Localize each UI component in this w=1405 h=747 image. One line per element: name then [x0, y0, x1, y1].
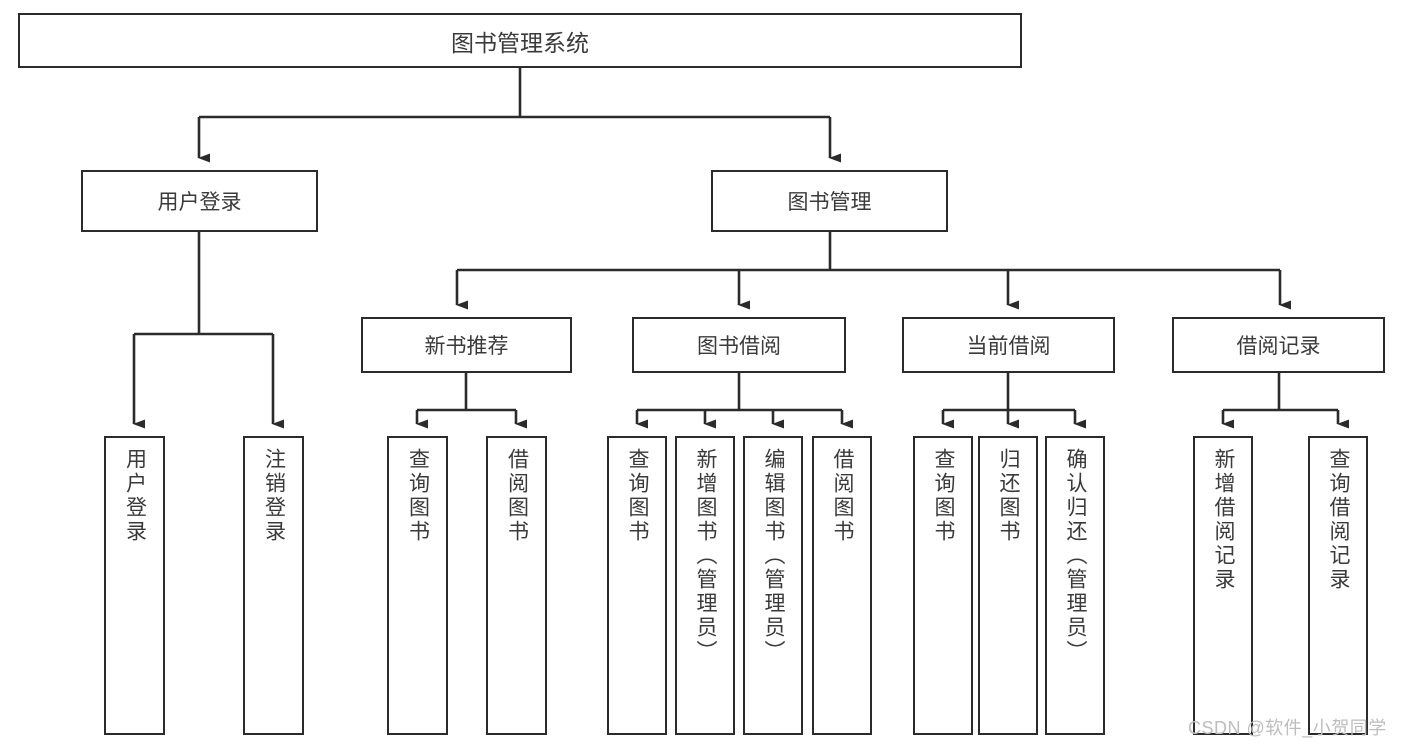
node-label: 查询借阅记录: [1327, 448, 1351, 592]
node-label: 当前借阅: [966, 335, 1051, 358]
node-label: 图书借阅: [697, 335, 781, 358]
watermark: CSDN @软件_小贺同学: [1188, 718, 1387, 738]
node-user-login[interactable]: 用户登录: [81, 170, 318, 232]
leaf-current-confirm-return-admin[interactable]: 确认归还（管理员）: [1045, 436, 1105, 735]
leaf-user-logout[interactable]: 注销登录: [243, 436, 304, 735]
node-label: 图书管理: [787, 191, 872, 214]
leaf-current-query-book[interactable]: 查询图书: [913, 436, 973, 735]
node-label: 新增图书（管理员）: [694, 448, 718, 664]
node-label: 用户登录: [157, 191, 242, 214]
node-label: 注销登录: [262, 448, 286, 544]
node-borrow-record[interactable]: 借阅记录: [1172, 317, 1385, 373]
node-label: 新增借阅记录: [1212, 448, 1236, 592]
node-label: 借阅图书: [831, 448, 855, 544]
node-label: 查询图书: [932, 448, 956, 544]
leaf-borrow-edit-book-admin[interactable]: 编辑图书（管理员）: [743, 436, 803, 735]
node-label: 查询图书: [406, 448, 430, 544]
node-root-book-management-system[interactable]: 图书管理系统: [18, 13, 1022, 68]
leaf-recommend-borrow-book[interactable]: 借阅图书: [486, 436, 547, 735]
leaf-user-login[interactable]: 用户登录: [104, 436, 165, 735]
leaf-record-add-borrow-record[interactable]: 新增借阅记录: [1193, 436, 1253, 735]
node-current-borrow[interactable]: 当前借阅: [902, 317, 1115, 373]
leaf-borrow-borrow-book[interactable]: 借阅图书: [812, 436, 872, 735]
node-label: 用户登录: [123, 448, 147, 544]
leaf-borrow-add-book-admin[interactable]: 新增图书（管理员）: [675, 436, 735, 735]
node-label: 新书推荐: [424, 335, 509, 358]
node-book-management[interactable]: 图书管理: [711, 170, 948, 232]
leaf-current-return-book[interactable]: 归还图书: [978, 436, 1038, 735]
node-label: 查询图书: [626, 448, 650, 544]
node-label: 图书管理系统: [451, 29, 589, 56]
node-label: 借阅图书: [505, 448, 529, 544]
node-new-book-recommend[interactable]: 新书推荐: [361, 317, 572, 373]
leaf-record-query-borrow-record[interactable]: 查询借阅记录: [1308, 436, 1368, 735]
leaf-recommend-query-book[interactable]: 查询图书: [387, 436, 448, 735]
node-label: 确认归还（管理员）: [1064, 448, 1088, 664]
node-book-borrow[interactable]: 图书借阅: [632, 317, 846, 373]
node-label: 编辑图书（管理员）: [762, 448, 786, 664]
node-label: 借阅记录: [1236, 335, 1321, 358]
node-label: 归还图书: [997, 448, 1021, 544]
leaf-borrow-query-book[interactable]: 查询图书: [607, 436, 667, 735]
